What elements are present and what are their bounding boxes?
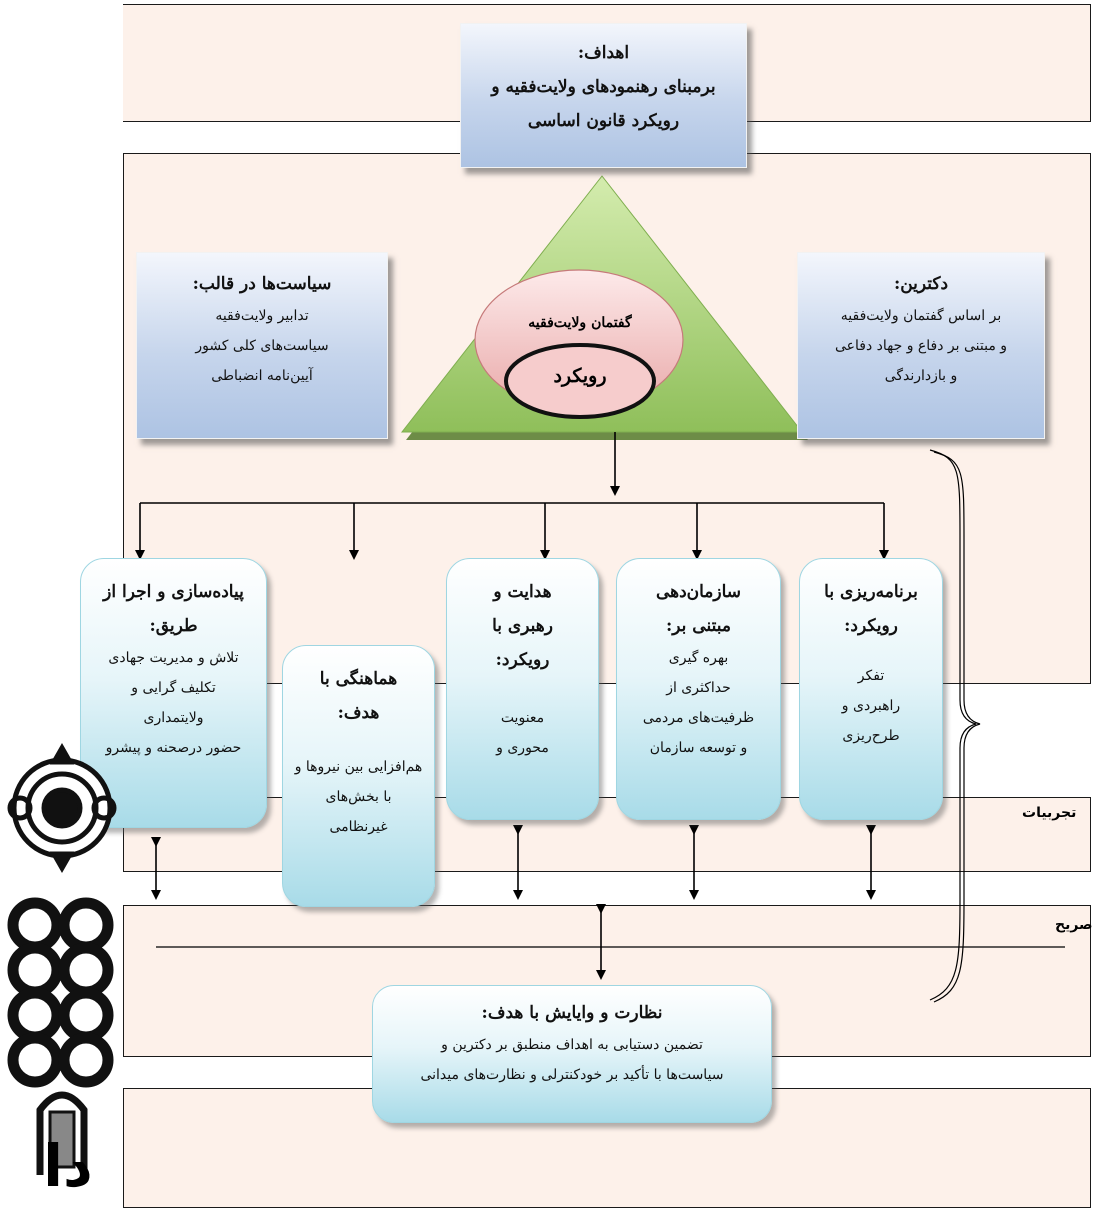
organizing-item: و توسعه سازمان xyxy=(649,740,748,756)
experiences-label: تجربیات xyxy=(1022,805,1077,821)
experiences-band xyxy=(123,797,1091,872)
organizing-box: سازمان‌دهی مبتنی بر: بهره گیری حداکثری ا… xyxy=(616,558,781,820)
planning-item: راهبردی و xyxy=(841,698,901,714)
doctrine-title: دکترین: xyxy=(893,274,949,294)
policies-title: سیاست‌ها در قالب: xyxy=(192,274,332,294)
coordination-title: هماهنگی با هدف: xyxy=(319,669,398,723)
discourse-label: گفتمان ولایت‌فقیه xyxy=(528,315,632,331)
doctrine-item: و مبتنی بر دفاع و جهاد دفاعی xyxy=(834,338,1008,354)
organizing-item: ظرفیت‌های مردمی xyxy=(642,710,755,726)
planning-item: تفکر xyxy=(857,668,885,684)
leading-box: هدایت و رهبری با رویکرد: معنویت محوری و xyxy=(446,558,599,820)
implementation-item: حضور درصحنه و پیشرو xyxy=(105,740,242,756)
explicit-label: صریح xyxy=(1055,917,1093,933)
goals-box: اهداف: برمبنای رهنمودهای ولایت‌فقیه و رو… xyxy=(460,23,747,168)
implementation-item: ولایتمداری xyxy=(143,710,204,726)
implementation-title: پیاده‌سازی و اجرا از طریق: xyxy=(103,582,244,636)
supervision-line-2: سیاست‌ها با تأکید بر خودکنترلی و نظارت‌ه… xyxy=(420,1067,724,1083)
doctrine-item: و بازدارندگی xyxy=(884,368,958,384)
doctrine-box: دکترین: بر اساس گفتمان ولایت‌فقیه و مبتن… xyxy=(797,252,1045,439)
approach-label: رویکرد xyxy=(553,365,607,387)
logo-mark: دا xyxy=(43,1132,93,1200)
coordination-item: هم‌افزایی بین نیروها و xyxy=(294,759,423,775)
planning-title: برنامه‌ریزی با رویکرد: xyxy=(824,582,918,636)
supervision-title: نظارت و وایایش با هدف: xyxy=(481,1003,663,1023)
implementation-item: تکلیف گرایی و xyxy=(131,680,216,696)
leading-item: معنویت xyxy=(500,710,545,726)
organizing-item: بهره گیری xyxy=(668,650,729,666)
goals-line-2: رویکرد قانون اساسی xyxy=(527,111,680,131)
leading-item: محوری و xyxy=(496,740,549,756)
planning-box: برنامه‌ریزی با رویکرد: تفکر راهبردی و طر… xyxy=(799,558,943,820)
coordination-item: با بخش‌های xyxy=(325,789,392,805)
doctrine-item: بر اساس گفتمان ولایت‌فقیه xyxy=(840,308,1002,324)
coordination-box: هماهنگی با هدف: هم‌افزایی بین نیروها و ب… xyxy=(282,645,435,907)
policies-item: سیاست‌های کلی کشور xyxy=(195,338,329,354)
supervision-box: نظارت و وایایش با هدف: تضمین دستیابی به … xyxy=(372,985,772,1123)
coordination-item: غیرنظامی xyxy=(329,819,388,835)
planning-item: طرح‌ریزی xyxy=(842,728,900,744)
organizing-item: حداکثری از xyxy=(666,680,731,696)
implementation-item: تلاش و مدیریت جهادی xyxy=(108,650,239,666)
policies-box: سیاست‌ها در قالب: تدابیر ولایت‌فقیه سیاس… xyxy=(136,252,388,439)
ornament-knot xyxy=(7,897,114,1088)
supervision-line-1: تضمین دستیابی به اهداف منطبق بر دکترین و xyxy=(441,1037,703,1053)
policies-item: آیین‌نامه انضباطی xyxy=(211,368,313,384)
goals-title: اهداف: xyxy=(577,43,630,63)
policies-item: تدابیر ولایت‌فقیه xyxy=(215,308,309,324)
implementation-box: پیاده‌سازی و اجرا از طریق: تلاش و مدیریت… xyxy=(80,558,267,828)
organizing-title: سازمان‌دهی مبتنی بر: xyxy=(655,582,742,636)
leading-title: هدایت و رهبری با رویکرد: xyxy=(492,582,553,670)
goals-line-1: برمبنای رهنمودهای ولایت‌فقیه و xyxy=(491,77,716,97)
